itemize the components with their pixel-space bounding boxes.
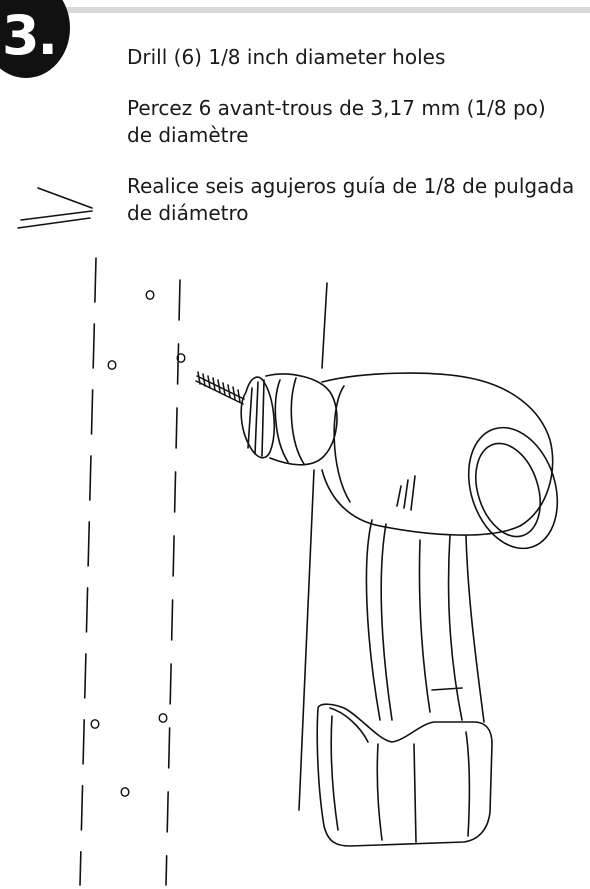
instruction-spanish: Realice seis agujeros guía de 1/8 de pul… bbox=[127, 174, 575, 225]
instruction-english: Drill (6) 1/8 inch diameter holes bbox=[127, 45, 446, 69]
drill-battery-icon bbox=[316, 703, 493, 847]
drill-body-icon bbox=[321, 372, 559, 550]
drill-chuck-icon bbox=[240, 373, 338, 466]
template-right-edge bbox=[165, 279, 181, 886]
template-left-edge bbox=[79, 257, 97, 886]
drill-bit-icon bbox=[195, 371, 245, 405]
instructions-block: Drill (6) 1/8 inch diameter holes Percez… bbox=[127, 44, 577, 251]
bit-direction-icon bbox=[17, 187, 93, 229]
step-number: 3. bbox=[1, 3, 58, 67]
drill-handle-icon bbox=[365, 519, 485, 723]
instruction-french: Percez 6 avant-trous de 3,17 mm (1/8 po)… bbox=[127, 96, 546, 147]
wall-edge-lines bbox=[298, 282, 328, 811]
pilot-hole-markers bbox=[90, 290, 186, 797]
header-rule bbox=[30, 7, 590, 13]
